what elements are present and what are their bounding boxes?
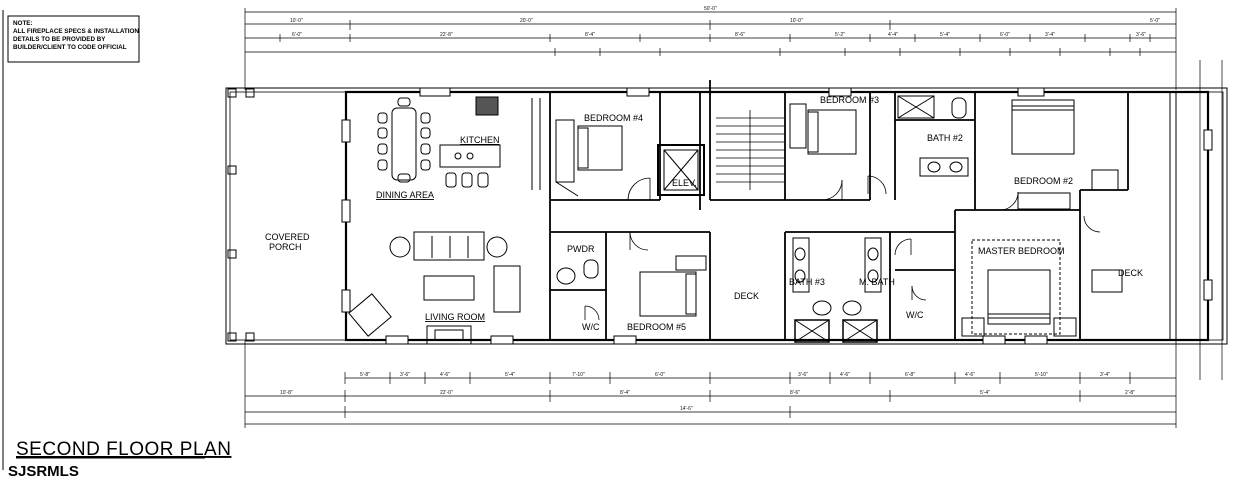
- exterior-walls: [225, 87, 1228, 345]
- windows: [341, 87, 1213, 345]
- dim-label: 3'-6": [1136, 32, 1146, 38]
- plan-title: SECOND FLOOR PLAN: [16, 439, 231, 460]
- dim-label: 5'-10": [1035, 372, 1048, 378]
- dim-label: 8'-4": [585, 32, 595, 38]
- dim-label: 22'-8": [440, 32, 453, 38]
- bath-3-mbath-fixtures: [792, 237, 882, 343]
- elevator-stair: [657, 110, 784, 196]
- dim-label: 4'-4": [888, 32, 898, 38]
- dim-label: 4'-6": [440, 372, 450, 378]
- bedroom-2-furniture: [1011, 99, 1119, 210]
- living-furniture: [348, 231, 521, 345]
- bottom-dimensions: [244, 340, 1177, 428]
- dim-label: 5'-8": [360, 372, 370, 378]
- dim-label: 5'-4": [505, 372, 515, 378]
- dim-label: 4'-6": [965, 372, 975, 378]
- room-label-deck-mid: DECK: [734, 291, 759, 301]
- dim-label: 6'-8": [905, 372, 915, 378]
- dim-label: 5'-0": [1150, 18, 1160, 24]
- powder-fixtures: [556, 259, 599, 285]
- room-label-kitchen: KITCHEN: [460, 135, 500, 145]
- kitchen-fixtures: [439, 96, 541, 190]
- room-label-deck-right: DECK: [1118, 268, 1143, 278]
- dim-label: 8'-4": [620, 390, 630, 396]
- note-line: BUILDER/CLIENT TO CODE OFFICIAL: [13, 44, 127, 51]
- room-label-bath-2: BATH #2: [927, 133, 963, 143]
- dim-label: 10'-0": [290, 18, 303, 24]
- dim-label: 5'-2": [835, 32, 845, 38]
- dim-label: 8'-6": [735, 32, 745, 38]
- room-label-bedroom-2: BEDROOM #2: [1014, 176, 1073, 186]
- dim-label: 3'-6": [798, 372, 808, 378]
- room-label-elev: ELEV.: [672, 178, 697, 188]
- interior-walls: [549, 80, 1129, 340]
- room-label-bedroom-4: BEDROOM #4: [584, 113, 643, 123]
- dim-label: 6'-0": [292, 32, 302, 38]
- dim-label: 3'-4": [1100, 372, 1110, 378]
- dim-label: 3'-4": [1045, 32, 1055, 38]
- watermark: SJSRMLS: [8, 463, 79, 480]
- note-line: NOTE:: [13, 20, 33, 27]
- room-label-wic-left: W/C: [582, 322, 600, 332]
- note-line: DETAILS TO BE PROVIDED BY: [13, 36, 106, 43]
- dining-table: [377, 97, 431, 183]
- room-label-bedroom-3: BEDROOM #3: [820, 95, 879, 105]
- room-label-bedroom-5: BEDROOM #5: [627, 322, 686, 332]
- dim-label: 7'-10": [572, 372, 585, 378]
- bedroom-5-furniture: [639, 255, 707, 317]
- room-label-wic-right: W/C: [906, 310, 924, 320]
- dim-label: 6'-0": [1000, 32, 1010, 38]
- dim-label: 2'-8": [1125, 390, 1135, 396]
- note-line: ALL FIREPLACE SPECS & INSTALLATION: [13, 28, 139, 35]
- dim-label: 3'-6": [400, 372, 410, 378]
- top-dimension-ticks: [279, 34, 1151, 56]
- room-label-covered-porch: COVERED: [265, 232, 310, 242]
- dim-label: 4'-6": [840, 372, 850, 378]
- overall-dimension: 50'-0": [704, 6, 717, 12]
- dim-label: 20'-0": [520, 18, 533, 24]
- bottom-dimension-ticks: [344, 372, 1131, 418]
- room-label-pwdr: PWDR: [567, 244, 595, 254]
- bath-2-fixtures: [897, 95, 969, 177]
- room-label-dining-area: DINING AREA: [376, 190, 434, 200]
- room-label-covered-porch: PORCH: [269, 242, 302, 252]
- dim-label: 8'-6": [790, 390, 800, 396]
- top-dimensions: [244, 8, 1223, 380]
- door-swings: [584, 175, 1101, 321]
- bedroom-4-furniture: [555, 119, 623, 197]
- master-bedroom-furniture: [961, 239, 1123, 337]
- bedroom-3-furniture: [789, 103, 857, 155]
- dim-label: 5'-4": [980, 390, 990, 396]
- dim-label: 22'-0": [440, 390, 453, 396]
- dim-label: 10'-8": [280, 390, 293, 396]
- dim-label: 14'-6": [680, 406, 693, 412]
- room-label-master-bedroom: MASTER BEDROOM: [978, 246, 1065, 256]
- room-label-living-room: LIVING ROOM: [425, 312, 485, 322]
- dim-label: 5'-4": [940, 32, 950, 38]
- fireplace-note: NOTE: ALL FIREPLACE SPECS & INSTALLATION…: [7, 15, 140, 63]
- dim-label: 6'-0": [655, 372, 665, 378]
- room-label-bath-3: BATH #3: [789, 277, 825, 287]
- dim-label: 10'-0": [790, 18, 803, 24]
- room-label-m-bath: M. BATH: [859, 277, 895, 287]
